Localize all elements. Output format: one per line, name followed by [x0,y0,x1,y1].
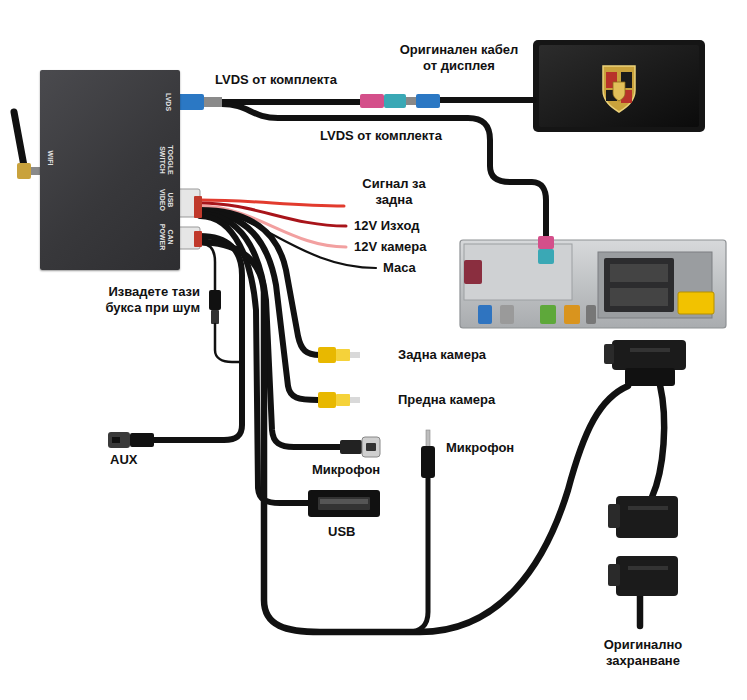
wire-label: Задна камера [398,347,486,363]
wire-label: Микрофон [446,440,514,456]
usb-port [308,490,380,517]
wire-label: LVDS от комплекта [320,128,442,144]
port-label: LVDS [164,86,172,118]
head-unit-connector [564,305,580,324]
head-unit-connector [478,305,492,324]
lvds-connector [360,94,384,108]
rca-plug [318,392,336,408]
lvds-connector [176,94,204,110]
power-cable [637,596,644,626]
lvds-connector [538,249,554,264]
wire-label: Оригинално захранване [593,637,693,669]
power-connector [625,368,675,386]
head-unit-body [460,240,726,328]
rca-plug [336,394,350,406]
wire-label: 12V камера [354,239,427,255]
head-unit-connector [540,305,556,324]
lvds-cable [222,99,362,105]
usb-video-plug [194,196,202,218]
lvds-cable [440,97,534,103]
power-cable [652,385,664,497]
rca-plug [336,349,350,361]
lvds-connector [204,97,222,107]
microphone-plug [421,446,435,478]
microphone-plug-tip [426,430,430,448]
microphone-jack [366,443,376,451]
control-module: WIFI LVDS TOGGLE SWITCH USB VIDEO CAN POWER [40,70,180,270]
noise-socket [209,290,221,310]
noise-wire [215,324,240,362]
crest-shield [603,66,635,112]
wire-label: Оригинален кабел от дисплея [393,42,525,74]
lvds-connector [406,97,416,105]
crest-center [613,82,625,101]
wire-label: USB [328,524,355,540]
port-label: TOGGLE SWITCH [158,144,173,176]
lvds-connector [538,236,554,249]
head-unit-connector [464,260,482,284]
wire-label: LVDS от комплекта [215,72,337,88]
rca-plug [350,397,360,403]
head-unit-pins [610,288,668,306]
head-unit-connector [500,305,514,324]
usb-port [320,499,368,504]
power-connector [608,504,620,528]
power-connector [608,564,620,586]
wifi-antenna [14,112,24,166]
wire-label: Извадете тази букса при шум [96,284,200,316]
power-connector [604,344,614,364]
display-frame [533,40,705,132]
wire-label: Предна камера [398,392,495,408]
lvds-cable [222,104,546,238]
rca-plug [350,352,360,358]
power-connector [628,506,668,510]
aux-jack [112,437,120,443]
lvds-connector [384,94,406,108]
noise-wire [202,244,215,290]
microphone-cable [408,476,428,632]
power-connector [628,566,668,570]
microphone-jack [362,437,380,457]
wire-label: 12V Изход [354,218,419,234]
power-connector [616,556,678,596]
usb-cable [200,216,310,503]
head-unit-connector [586,305,596,324]
noise-socket [211,310,219,324]
aux-jack [130,433,154,447]
wire-label: Маса [383,260,416,276]
wire-label: Сигнал за задна [350,176,438,208]
head-unit-panel [464,244,572,300]
power-connector [630,348,670,352]
power-connector [616,496,678,538]
port-label: CAN POWER [158,221,173,253]
power-cable [200,242,628,632]
lvds-connector [416,94,440,108]
head-unit-pins [610,264,668,282]
power-connector [612,340,686,370]
display-screen [539,45,699,127]
microphone-jack [340,440,362,454]
head-unit-yellow-connector [678,292,714,314]
rca-plug [318,347,336,363]
microphone-cable [200,214,342,447]
port-label: WIFI [46,142,54,174]
usb-port [318,497,370,510]
wire-label: Микрофон [312,462,380,478]
can-power-plug [194,231,202,247]
antenna-base [17,163,31,179]
head-unit-pins [604,258,674,312]
port-label: USB VIDEO [158,184,173,216]
aux-jack [108,432,130,448]
wire-label: AUX [110,452,137,468]
